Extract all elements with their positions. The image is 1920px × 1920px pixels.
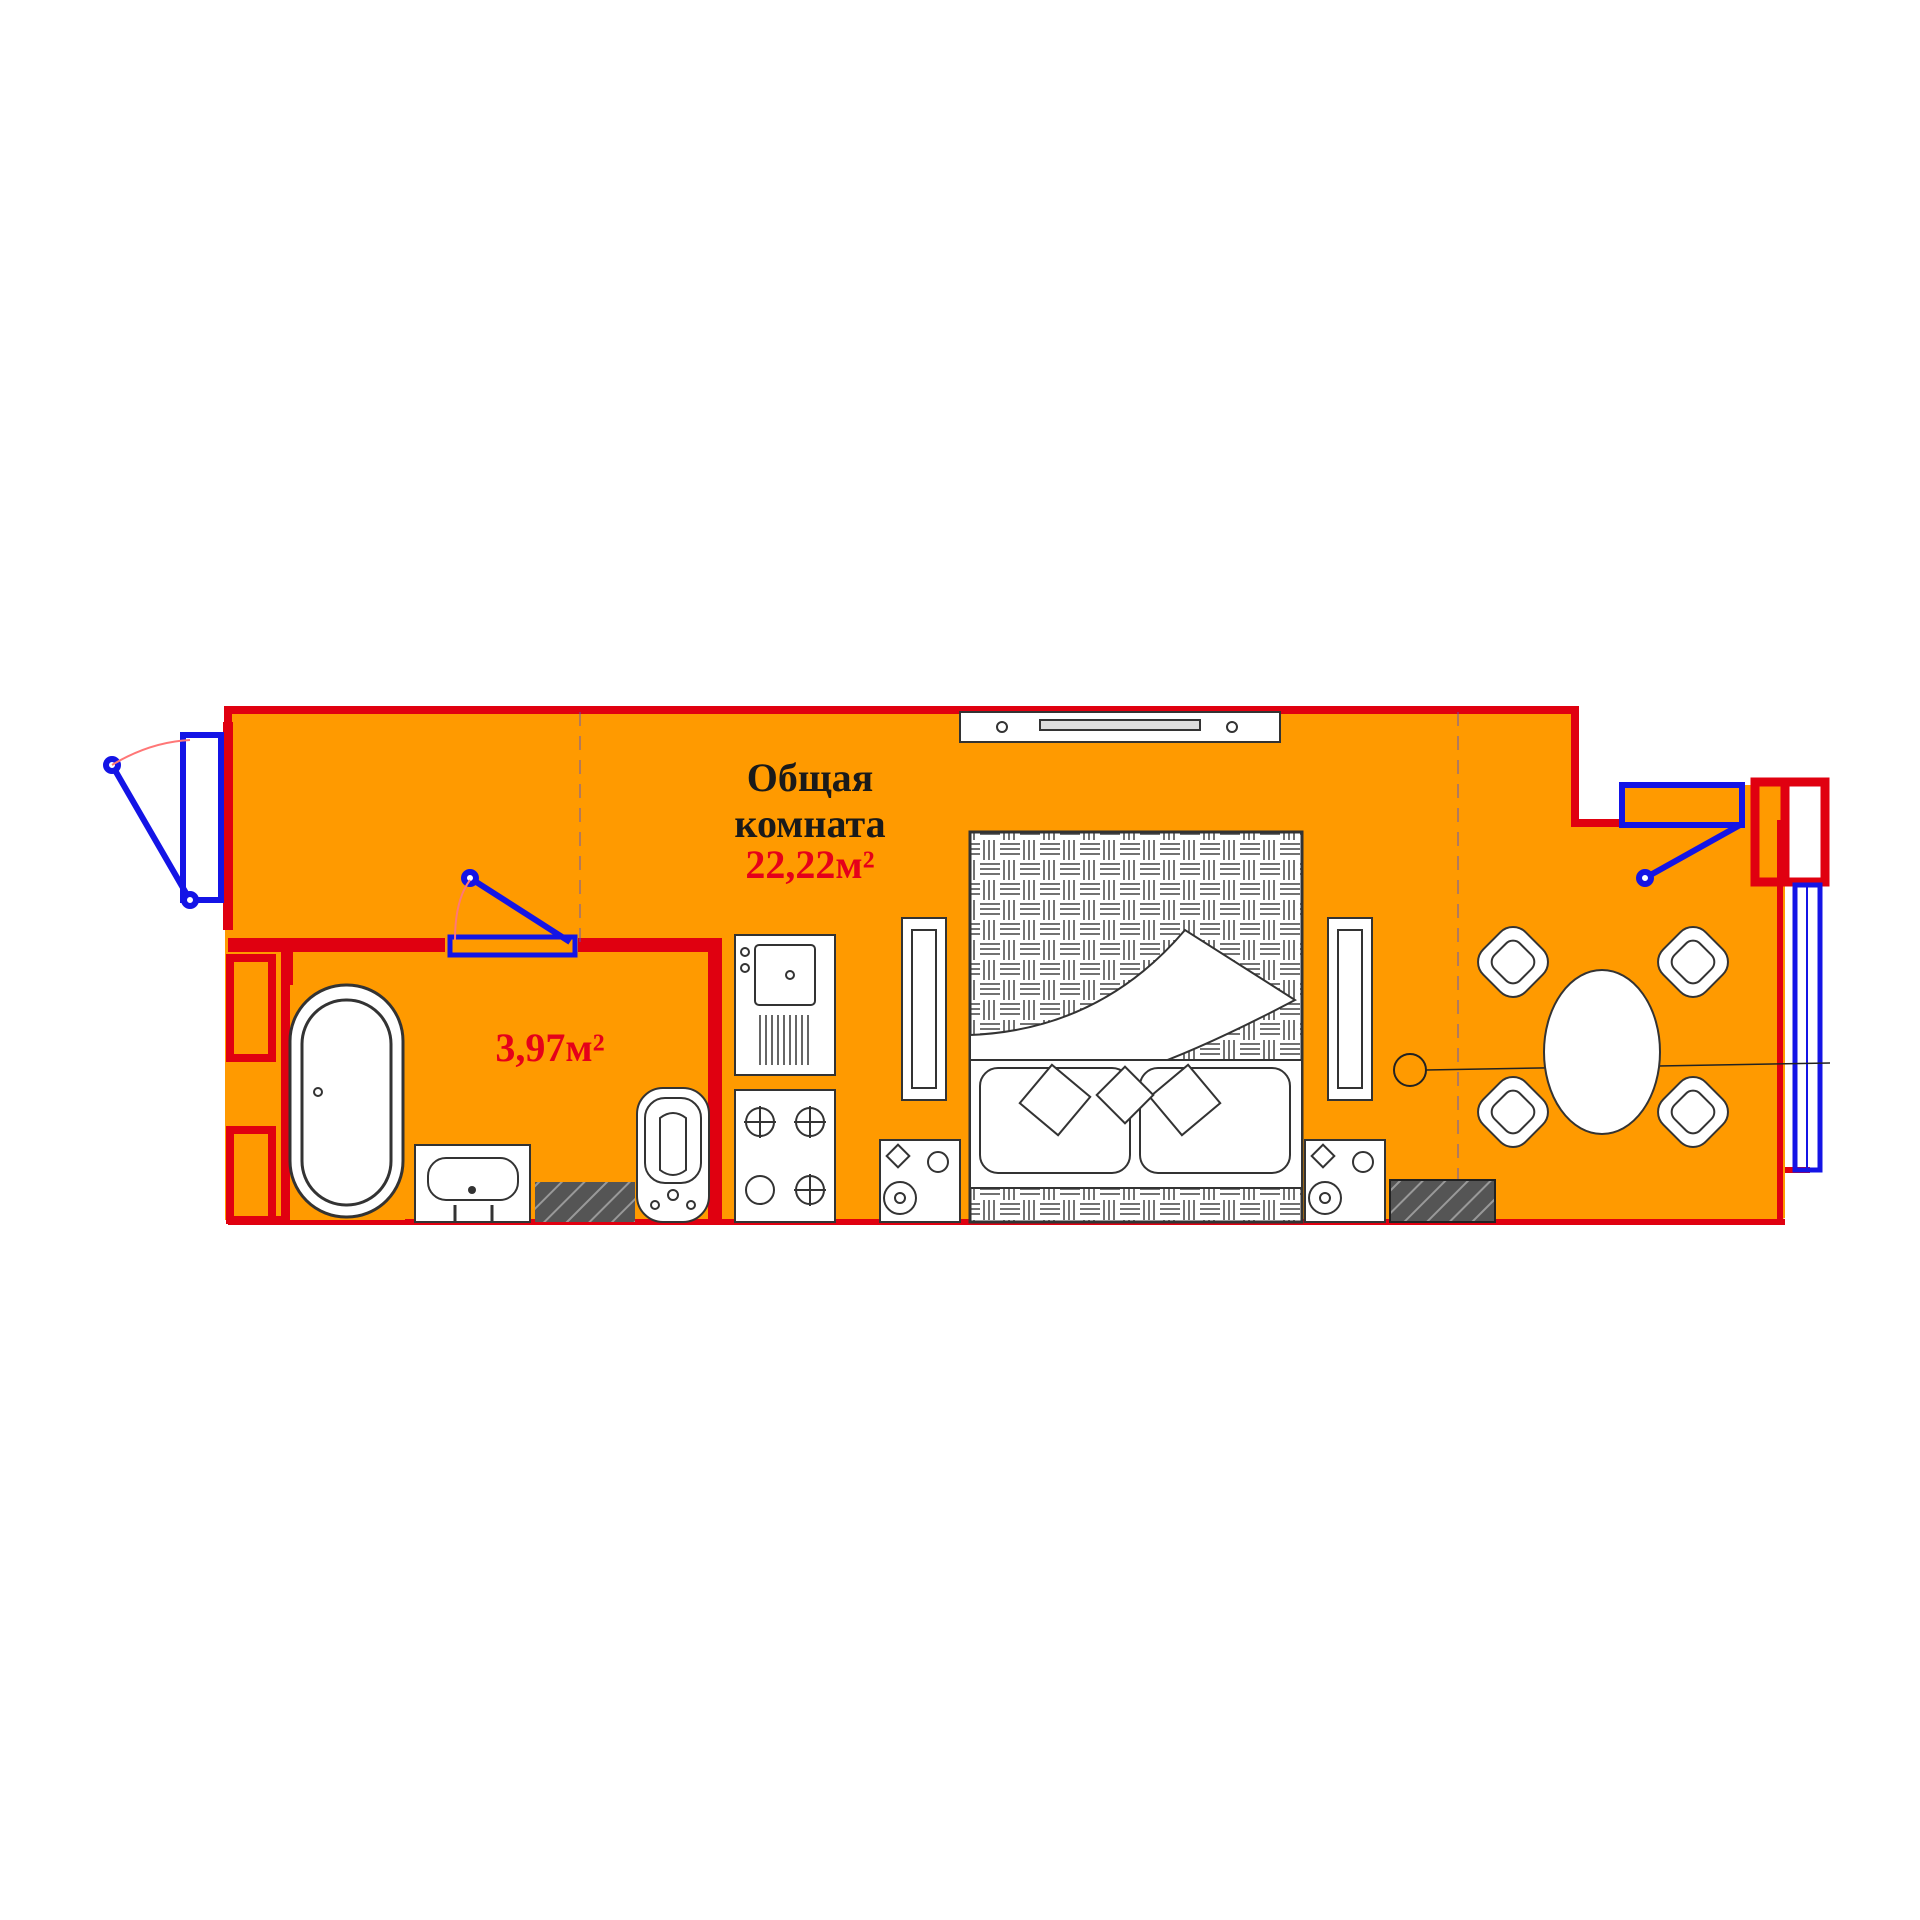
- main-room-name: Общая комната: [660, 755, 960, 847]
- main-room-area: 22,22м²: [745, 842, 875, 887]
- main-room-name-line2: комната: [734, 801, 886, 846]
- wardrobe-icon-right: [1327, 917, 1373, 1101]
- windows-doors: [103, 732, 1823, 1173]
- window-right: [1619, 782, 1745, 828]
- stove-icon: [734, 1089, 836, 1223]
- hall-cabinet: [1389, 1179, 1496, 1223]
- bath-cabinet: [535, 1182, 635, 1222]
- main-room-name-line1: Общая: [746, 755, 874, 800]
- dining-table-icon: [1543, 969, 1661, 1135]
- armchair-icon-3: [1477, 1076, 1549, 1148]
- wardrobe-icon: [901, 917, 947, 1101]
- armchair-icon-2: [1657, 926, 1729, 998]
- nightstand-icon: [879, 1139, 961, 1223]
- bathtub-icon: [288, 983, 405, 1220]
- tv-icon: [959, 711, 1281, 743]
- bathroom-area: 3,97м²: [495, 1025, 605, 1070]
- door-left: [109, 763, 193, 902]
- nightstand-icon-right: [1304, 1139, 1386, 1223]
- kitchen-sink-icon: [734, 934, 836, 1076]
- walls: [223, 706, 1830, 1225]
- armchair-icon: [1477, 926, 1549, 998]
- window-left: [180, 732, 224, 903]
- bed-icon: [968, 830, 1304, 1224]
- armchair-icon-4: [1657, 1076, 1729, 1148]
- toilet-icon: [636, 1087, 710, 1223]
- sink-icon: [414, 1144, 531, 1223]
- bath-door-frame: [447, 934, 578, 958]
- bath-door: [468, 875, 572, 945]
- balcony-door: [1643, 822, 1742, 881]
